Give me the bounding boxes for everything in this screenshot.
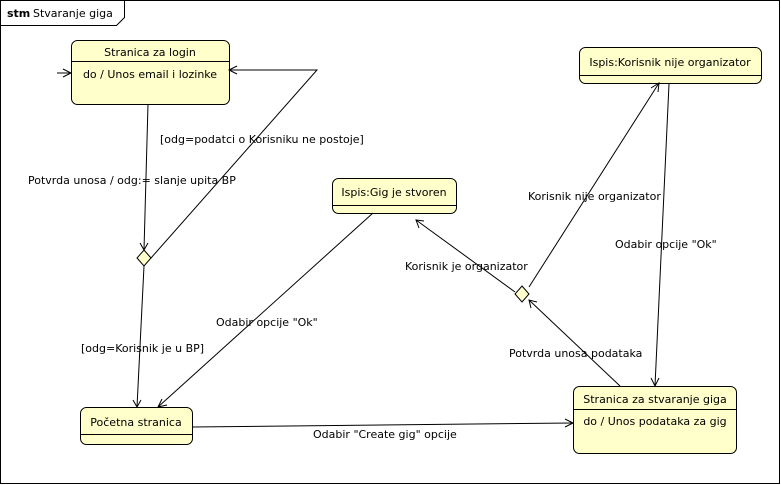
state-login[interactable]: Stranica za login do / Unos email i lozi… [71, 40, 230, 105]
choice-node-organizer[interactable] [514, 285, 530, 303]
transition-home-to-creategig[interactable] [191, 418, 575, 428]
state-home[interactable]: Početna stranica [80, 407, 193, 445]
transition-choice-to-gigcreated[interactable] [415, 219, 516, 293]
state-not-organizer-title: Ispis:Korisnik nije organizator [589, 56, 751, 69]
transition-login-to-choice[interactable] [139, 103, 149, 252]
transition-choice-to-login[interactable] [150, 65, 319, 259]
transition-creategig-to-choice[interactable] [528, 299, 621, 387]
state-not-organizer[interactable]: Ispis:Korisnik nije organizator [579, 47, 762, 84]
label-not-organizer: Korisnik nije organizator [528, 190, 661, 203]
state-create-gig[interactable]: Stranica za stvaranje giga do / Unos pod… [573, 386, 737, 454]
label-login-submit: Potvrda unosa / odg:= slanje upita BP [28, 174, 236, 187]
initial-transition [57, 68, 73, 78]
label-user-exists: [odg=Korisnik je u BP] [81, 342, 204, 355]
transition-gigcreated-to-home[interactable] [157, 212, 374, 408]
state-login-activity: do / Unos email i lozinke [83, 68, 217, 81]
transition-notorganizer-to-creategig[interactable] [650, 83, 670, 388]
label-user-missing: [odg=podatci o Korisniku ne postoje] [160, 133, 364, 146]
state-gig-created-title: Ispis:Gig je stvoren [341, 186, 446, 199]
frame-kind-label: stm [7, 7, 30, 20]
label-is-organizer: Korisnik je organizator [405, 260, 528, 273]
state-create-gig-title: Stranica za stvaranje giga [583, 393, 727, 406]
label-choose-create: Odabir "Create gig" opcije [313, 428, 457, 441]
state-login-title: Stranica za login [104, 46, 196, 59]
state-home-title: Početna stranica [90, 416, 181, 429]
state-create-gig-activity: do / Unos podataka za gig [583, 415, 726, 428]
label-ok-to-home: Odabir opcije "Ok" [216, 316, 318, 329]
label-ok-to-creategig: Odabir opcije "Ok" [615, 238, 717, 251]
frame-tab [0, 0, 125, 26]
label-data-submit: Potvrda unosa podataka [509, 347, 642, 360]
transition-choice-to-notorganizer[interactable] [528, 82, 660, 288]
state-gig-created[interactable]: Ispis:Gig je stvoren [332, 178, 457, 214]
transition-choice-to-home[interactable] [132, 265, 145, 409]
frame-diagram-name: Stvaranje giga [33, 7, 113, 20]
